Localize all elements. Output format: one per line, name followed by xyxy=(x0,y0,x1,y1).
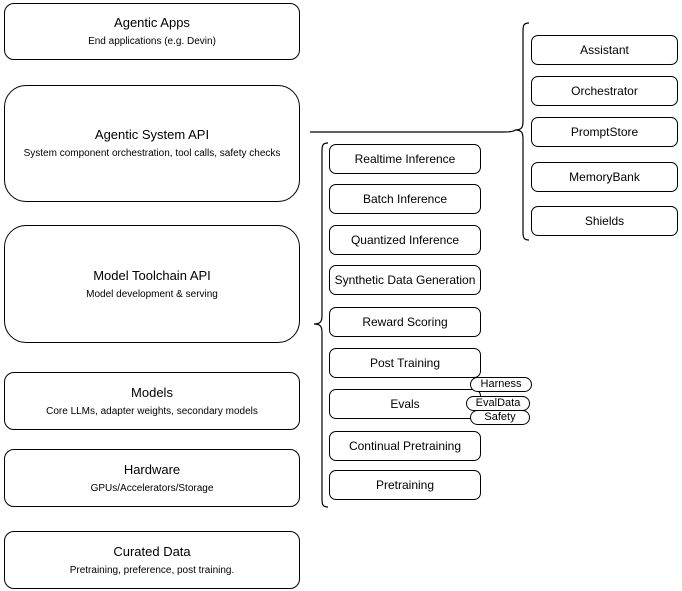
node-synthetic-data-generation: Synthetic Data Generation xyxy=(329,265,481,295)
components-brace xyxy=(514,22,530,241)
node-title: Models xyxy=(131,384,173,400)
node-shields: Shields xyxy=(531,206,678,236)
node-title: Hardware xyxy=(123,461,181,477)
node-assistant: Assistant xyxy=(531,35,678,65)
node-model-toolchain-api: Model Toolchain API Model development & … xyxy=(4,225,300,343)
node-title: Agentic Apps xyxy=(114,15,190,30)
node-batch-inference: Batch Inference xyxy=(329,184,481,214)
node-post-training: Post Training xyxy=(329,348,481,378)
node-hardware: Hardware GPUs/Accelerators/Storage xyxy=(4,449,300,507)
node-title: Curated Data xyxy=(113,543,191,559)
node-quantized-inference: Quantized Inference xyxy=(329,225,481,255)
node-evals: Evals xyxy=(329,389,481,419)
node-orchestrator: Orchestrator xyxy=(531,76,678,106)
node-title: Model Toolchain API xyxy=(93,267,211,283)
node-pretraining: Pretraining xyxy=(329,470,481,500)
node-subtitle: System component orchestration, tool cal… xyxy=(23,148,281,159)
edge-system-api-to-components xyxy=(310,129,516,133)
toolchain-brace xyxy=(313,142,329,508)
node-curated-data: Curated Data Pretraining, preference, po… xyxy=(4,531,300,589)
node-agentic-apps: Agentic Apps End applications (e.g. Devi… xyxy=(4,3,300,60)
node-memorybank: MemoryBank xyxy=(531,162,678,192)
node-subtitle: Pretraining, preference, post training. xyxy=(69,564,235,576)
node-subtitle: GPUs/Accelerators/Storage xyxy=(90,482,214,494)
tag-evaldata: EvalData xyxy=(466,396,530,411)
node-continual-pretraining: Continual Pretraining xyxy=(329,431,481,461)
node-subtitle: Model development & serving xyxy=(86,288,218,300)
node-models: Models Core LLMs, adapter weights, secon… xyxy=(4,372,300,430)
node-agentic-system-api: Agentic System API System component orch… xyxy=(4,85,300,202)
node-promptstore: PromptStore xyxy=(531,117,678,147)
tag-safety: Safety xyxy=(470,410,530,425)
tag-harness: Harness xyxy=(470,377,532,392)
node-subtitle: Core LLMs, adapter weights, secondary mo… xyxy=(46,405,258,417)
node-reward-scoring: Reward Scoring xyxy=(329,307,481,337)
node-realtime-inference: Realtime Inference xyxy=(329,144,481,174)
node-subtitle: End applications (e.g. Devin) xyxy=(88,36,216,47)
node-title: Agentic System API xyxy=(94,127,210,142)
